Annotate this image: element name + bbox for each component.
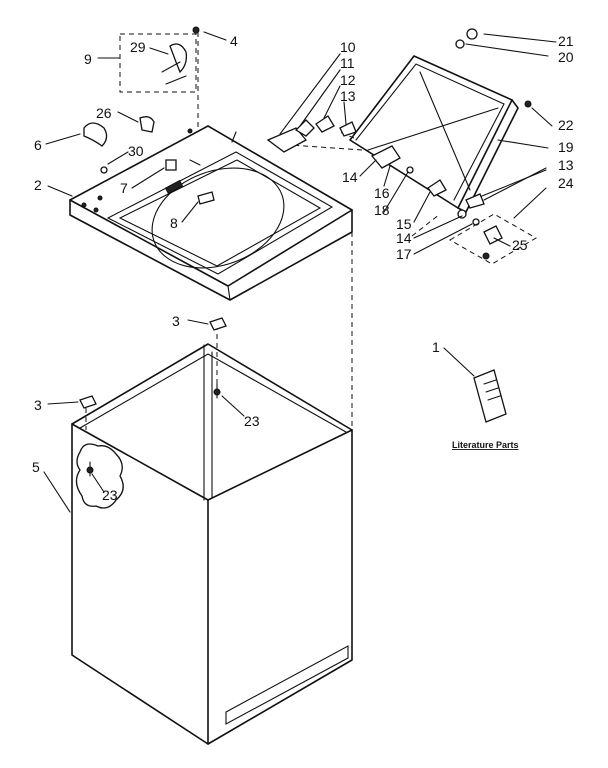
callout-29: 29: [130, 39, 146, 55]
callout-14: 14: [342, 169, 358, 185]
callout-26: 26: [96, 105, 112, 121]
callout-23: 23: [244, 413, 260, 429]
callout-21: 21: [558, 33, 574, 49]
callout-1: 1: [432, 339, 440, 355]
callout-15: 15: [396, 216, 412, 232]
cabinet: [71, 343, 353, 745]
callout-9: 9: [84, 51, 92, 67]
callout-23: 23: [102, 487, 118, 503]
callout-numbers: 1 2 3 3 4 5 6 7 8 9 10 11 12 13 13 14 14…: [32, 33, 574, 503]
callout-3: 3: [172, 313, 180, 329]
callout-10: 10: [340, 39, 356, 55]
callout-8: 8: [170, 215, 178, 231]
callout-16: 16: [374, 185, 390, 201]
literature-parts-caption: Literature Parts: [452, 440, 519, 450]
callout-19: 19: [558, 139, 574, 155]
callout-24: 24: [558, 175, 574, 191]
callout-17: 17: [396, 246, 412, 262]
callout-6: 6: [34, 137, 42, 153]
callout-13: 13: [340, 88, 356, 104]
callout-14: 14: [396, 230, 412, 246]
callout-7: 7: [120, 180, 128, 196]
callout-22: 22: [558, 117, 574, 133]
leader-lines: [43, 31, 557, 513]
callout-12: 12: [340, 72, 356, 88]
callout-13: 13: [558, 157, 574, 173]
callout-2: 2: [34, 177, 42, 193]
callout-3: 3: [34, 397, 42, 413]
callout-20: 20: [558, 49, 574, 65]
small-parts: [79, 26, 537, 477]
callout-30: 30: [128, 143, 144, 159]
top-panel: [69, 125, 353, 301]
callout-5: 5: [32, 459, 40, 475]
callout-4: 4: [230, 33, 238, 49]
callout-18: 18: [374, 202, 390, 218]
callout-25: 25: [512, 237, 528, 253]
callout-11: 11: [340, 55, 355, 71]
